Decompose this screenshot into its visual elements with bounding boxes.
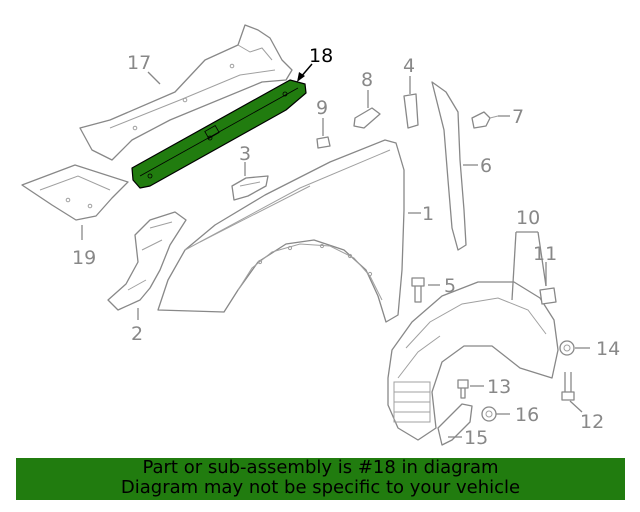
- callout-10: 10: [516, 207, 540, 229]
- info-banner: Part or sub-assembly is #18 in diagram D…: [16, 458, 625, 500]
- part-2-bracket: [107, 211, 187, 311]
- part-14-nut: [559, 340, 575, 356]
- part-12-bolt: [561, 372, 575, 401]
- part-13-bolt: [457, 379, 469, 399]
- callout-16: 16: [515, 404, 539, 426]
- callout-18: 18: [309, 45, 333, 67]
- callout-17: 17: [127, 52, 151, 74]
- callout-19: 19: [72, 247, 96, 269]
- callout-13: 13: [487, 376, 511, 398]
- callout-14: 14: [596, 338, 620, 360]
- callout-labels: 1 2 3 4 5 6 7 8 9 10 11 12 13 14 15 16 1…: [72, 45, 620, 449]
- part-17-panel: [79, 24, 293, 161]
- part-6-seal: [431, 81, 467, 251]
- callout-12: 12: [580, 411, 604, 433]
- callout-7: 7: [512, 106, 524, 128]
- leader-lines: [81, 71, 590, 438]
- callout-1: 1: [422, 203, 434, 225]
- part-1-fender: [157, 139, 405, 323]
- part-4-clip: [403, 93, 419, 129]
- callout-9: 9: [316, 97, 328, 119]
- part-16-nut: [481, 406, 497, 422]
- leader-18: [297, 63, 313, 82]
- part-9-block: [316, 136, 331, 149]
- part-5-bolt: [411, 277, 425, 303]
- callout-15: 15: [464, 427, 488, 449]
- callout-8: 8: [361, 69, 373, 91]
- callout-3: 3: [239, 143, 251, 165]
- exploded-parts-diagram: 1 2 3 4 5 6 7 8 9 10 11 12 13 14 15 16 1…: [21, 24, 620, 449]
- part-10-liner: [387, 281, 559, 441]
- part-7-clip: [471, 111, 499, 129]
- part-15-bracket: [437, 403, 473, 446]
- callout-11: 11: [533, 243, 557, 265]
- callout-6: 6: [480, 155, 492, 177]
- part-11-clip: [539, 287, 557, 305]
- callout-5: 5: [444, 275, 456, 297]
- banner-line-part: Part or sub-assembly is #18 in diagram: [142, 457, 499, 478]
- banner-line-disclaimer: Diagram may not be specific to your vehi…: [120, 477, 521, 498]
- part-18-highlighted[interactable]: [131, 79, 307, 189]
- callout-2: 2: [131, 323, 143, 345]
- part-19-bracket: [21, 164, 129, 221]
- part-8-pad: [353, 107, 381, 129]
- callout-4: 4: [403, 55, 415, 77]
- part-3-bracket: [231, 175, 269, 201]
